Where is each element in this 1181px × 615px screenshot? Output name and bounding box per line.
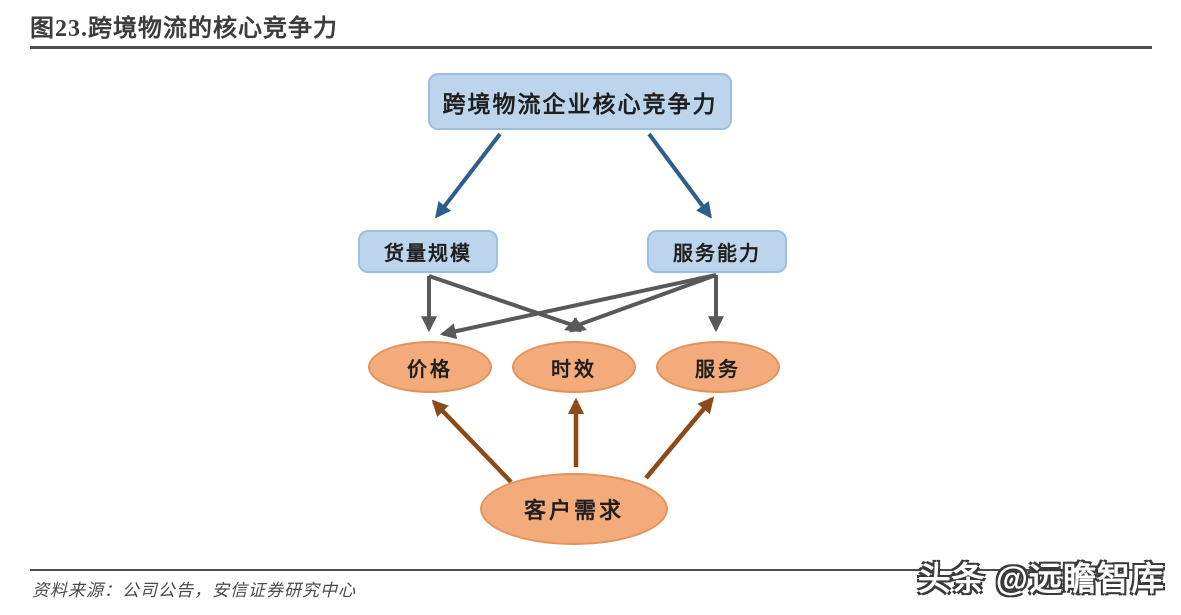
arrow-root-to-service-capability bbox=[647, 132, 712, 219]
arrow-volume-to-timeliness bbox=[428, 274, 588, 333]
source-note: 资料来源：公司公告，安信证券研究中心 bbox=[32, 581, 356, 600]
arrow-servcap-to-price bbox=[439, 273, 717, 340]
figure-title: 图23.跨境物流的核心竞争力 bbox=[30, 16, 338, 42]
node-core-competitiveness: 跨境物流企业核心竞争力 bbox=[428, 73, 732, 130]
watermark: 头条 @远瞻智库 bbox=[917, 560, 1165, 597]
node-timeliness: 时效 bbox=[512, 341, 636, 393]
node-price: 价格 bbox=[368, 341, 492, 393]
node-customer-demand: 客户需求 bbox=[480, 473, 668, 545]
arrow-servcap-to-timeliness bbox=[563, 273, 717, 333]
arrow-root-to-volume bbox=[435, 132, 502, 219]
node-service-capability: 服务能力 bbox=[647, 230, 787, 273]
arrow-demand-to-price bbox=[431, 399, 513, 484]
arrow-demand-to-service bbox=[644, 396, 715, 480]
footer-divider bbox=[30, 569, 1152, 571]
node-service: 服务 bbox=[656, 341, 780, 393]
node-volume-scale: 货量规模 bbox=[358, 230, 498, 273]
title-divider bbox=[30, 46, 1152, 49]
